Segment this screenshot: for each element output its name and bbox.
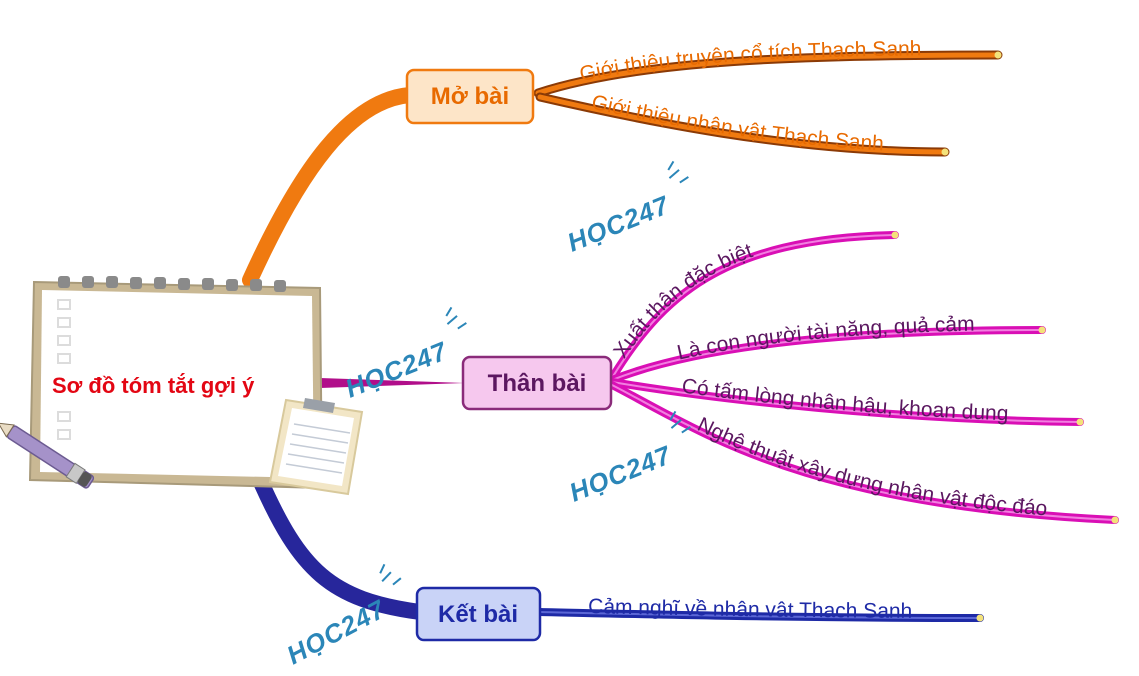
than-bai-node[interactable]: Thân bài <box>461 355 613 411</box>
watermark-text-2: HỌC247 <box>341 335 452 403</box>
mo-bai-node[interactable]: Mở bài <box>405 68 535 125</box>
ket-bai-node[interactable]: Kết bài <box>415 586 542 642</box>
than-bai-label: Thân bài <box>488 370 587 397</box>
ket-bai-label: Kết bài <box>438 601 518 628</box>
watermark-text-4: HỌC247 <box>282 593 391 670</box>
than-bai-item-3: Có tấm lòng nhân hậu, khoan dung <box>680 375 1008 426</box>
ket-bai-item-1: Cảm nghĩ về nhân vật Thạch Sanh <box>588 595 912 623</box>
clipboard-icon <box>268 398 364 496</box>
ket-bai-main-branch <box>252 472 428 620</box>
watermark-2: HỌC247 <box>341 306 467 404</box>
watermark-1: HỌC247 <box>563 160 689 258</box>
mo-bai-main-branch <box>242 87 418 288</box>
mo-bai-item-2: Giới thiệu nhân vật Thạch Sanh <box>590 91 885 156</box>
than-bai-item-2: Là con người tài năng, quả cảm <box>675 313 975 365</box>
center-title: Sơ đồ tóm tắt gợi ý <box>52 373 255 398</box>
pencil-icon <box>0 422 95 489</box>
watermark-text-3: HỌC247 <box>565 439 676 507</box>
than-bai-item-4: Nghệ thuật xây dựng nhân vật độc đáo <box>694 413 1048 521</box>
notepad-icon <box>28 276 324 490</box>
than-bai-main-branch <box>320 378 465 388</box>
mo-bai-label: Mở bài <box>431 83 509 110</box>
watermark-text-1: HỌC247 <box>563 189 674 257</box>
mo-bai-item-1: Giới thiệu truyện cổ tích Thạch Sanh <box>578 37 922 86</box>
